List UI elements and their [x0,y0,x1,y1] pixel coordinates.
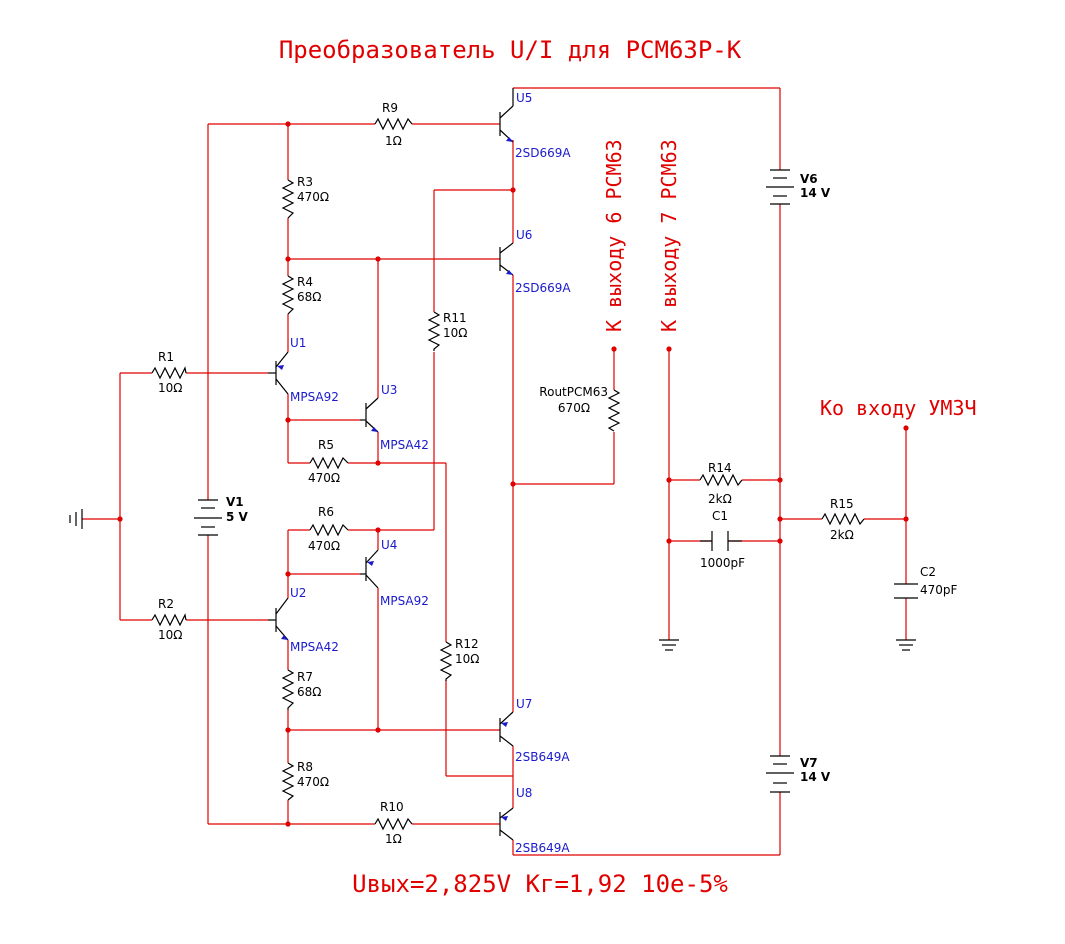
resistor-r5: R5 470Ω [308,438,349,485]
resistor-r11: R11 10Ω [427,311,467,351]
battery-v6: V6 14 V [766,169,831,205]
capacitor-c1: C1 1000pF [700,509,745,570]
r10-name: R10 [380,800,404,814]
r2-name: R2 [158,597,174,611]
r7-value: 68Ω [297,685,321,699]
r15-value: 2kΩ [830,528,854,542]
note-amp-input: Ко входу УМЗЧ [820,396,977,420]
u8-name: U8 [516,786,532,800]
resistor-r1: R1 10Ω [151,350,187,395]
u2-type: MPSA42 [290,640,339,654]
note-output-7: К выходу 7 PCM63 [657,139,681,332]
v7-name: V7 [800,756,818,770]
u2-name: U2 [290,586,306,600]
r4-value: 68Ω [297,290,321,304]
r8-value: 470Ω [297,775,329,789]
r12-name: R12 [455,637,479,651]
ground-symbol [69,509,83,529]
c2-name: C2 [920,565,936,579]
r15-name: R15 [830,497,854,511]
resistor-r9: R9 1Ω [374,101,413,148]
v6-value: 14 V [800,186,831,200]
r1-value: 10Ω [158,381,182,395]
resistor-r12: R12 10Ω [439,637,479,681]
u6-name: U6 [516,228,532,242]
u6-type: 2SD669A [515,281,571,295]
r8-name: R8 [297,760,313,774]
rout-name: RoutPCM63 [539,385,608,399]
r6-value: 470Ω [308,539,340,553]
resistor-r2: R2 10Ω [151,597,187,642]
r9-value: 1Ω [385,134,402,148]
battery-v1: V1 5 V [194,495,249,536]
transistor-u1: U1 MPSA92 [268,336,339,404]
junctions [117,121,909,827]
c1-name: C1 [712,509,728,523]
r4-name: R4 [297,275,313,289]
resistor-r15: R15 2kΩ [821,497,865,542]
transistor-u7: U7 2SB649A [499,697,570,764]
r3-value: 470Ω [297,190,329,204]
u4-name: U4 [381,538,397,552]
ground-symbol [896,639,916,651]
u3-type: MPSA42 [380,438,429,452]
r2-value: 10Ω [158,628,182,642]
r1-name: R1 [158,350,174,364]
transistor-u4: U4 MPSA92 [360,538,429,608]
v1-name: V1 [226,495,244,509]
r3-name: R3 [297,175,313,189]
rout-value: 670Ω [558,401,590,415]
u1-name: U1 [290,336,306,350]
r14-value: 2kΩ [708,492,732,506]
resistor-r3: R3 470Ω [281,175,329,219]
r5-value: 470Ω [308,471,340,485]
result-caption: Uвых=2,825V Кг=1,92 10e-5% [352,870,728,898]
r7-name: R7 [297,670,313,684]
schematic-title: Преобразователь U/I для PCM63P-K [279,36,742,64]
r11-value: 10Ω [443,326,467,340]
ground-symbol [659,639,679,651]
transistor-u3: U3 MPSA42 [360,383,429,452]
transistor-u5: U5 2SD669A [499,88,571,160]
u8-type: 2SB649A [515,841,570,855]
u7-type: 2SB649A [515,750,570,764]
u4-type: MPSA92 [380,594,429,608]
transistor-u6: U6 2SD669A [499,228,571,295]
c2-value: 470pF [920,583,958,597]
r14-name: R14 [708,461,732,475]
transistor-u8: U8 2SB649A [499,786,570,855]
r11-name: R11 [443,311,467,325]
v6-name: V6 [800,172,818,186]
u5-name: U5 [516,91,532,105]
r12-value: 10Ω [455,652,479,666]
resistor-r10: R10 1Ω [374,800,413,846]
v7-value: 14 V [800,770,831,784]
r6-name: R6 [318,505,334,519]
resistor-r4: R4 68Ω [281,275,321,315]
u7-name: U7 [516,697,532,711]
u3-name: U3 [381,383,397,397]
r5-name: R5 [318,438,334,452]
wires [82,87,907,856]
u5-type: 2SD669A [515,146,571,160]
resistor-r7: R7 68Ω [281,669,321,710]
battery-v7: V7 14 V [766,755,831,793]
resistor-r8: R8 470Ω [281,760,329,801]
r9-name: R9 [382,101,398,115]
c1-value: 1000pF [700,556,745,570]
resistor-rout: RoutPCM63 670Ω [539,385,621,432]
resistor-r6: R6 470Ω [308,505,349,553]
note-output-6: К выходу 6 PCM63 [602,139,626,332]
u1-type: MPSA92 [290,390,339,404]
transistor-u2: U2 MPSA42 [268,586,339,654]
capacitor-c2: C2 470pF [894,565,958,599]
r10-value: 1Ω [385,832,402,846]
v1-value: 5 V [226,510,249,524]
resistor-r14: R14 2kΩ [699,461,743,506]
